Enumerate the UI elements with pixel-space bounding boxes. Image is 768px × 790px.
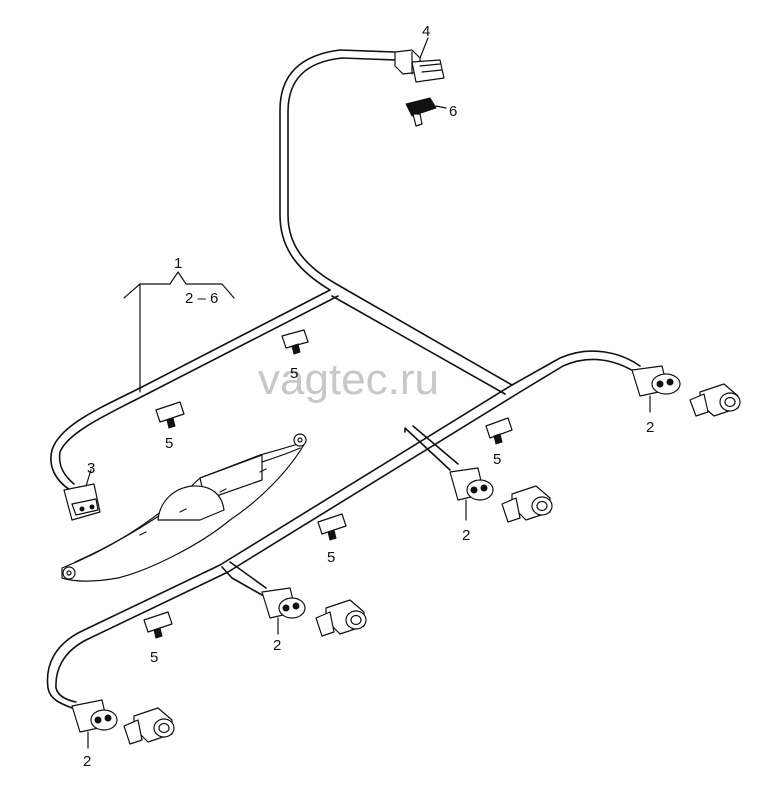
sensor-connector-lower-mid	[261, 587, 367, 637]
clip-a	[281, 329, 309, 355]
label-part-range: 2 – 6	[185, 290, 218, 307]
holder-6	[405, 97, 447, 127]
label-clip-e: 5	[150, 649, 158, 666]
label-clip-c: 5	[493, 451, 501, 468]
label-sensor-bottom-left: 2	[83, 753, 91, 770]
wiring-harness	[46, 49, 641, 709]
label-part-6: 6	[449, 103, 457, 120]
sensor-connector-top-right	[631, 365, 741, 417]
label-clip-b: 5	[165, 435, 173, 452]
clip-e	[143, 611, 173, 639]
connector-4	[394, 37, 445, 83]
connector-3	[63, 469, 101, 521]
clip-d	[317, 513, 347, 541]
clip-b	[155, 401, 185, 429]
label-clip-d: 5	[327, 549, 335, 566]
label-part-4: 4	[422, 23, 430, 40]
sensor-connector-mid-right	[449, 467, 553, 523]
label-part-1: 1	[174, 255, 182, 272]
sensor-connector-bottom-left	[71, 699, 175, 749]
label-sensor-lower-mid: 2	[273, 637, 281, 654]
label-part-3: 3	[87, 460, 95, 477]
bumper-bracket	[61, 433, 307, 582]
clip-c	[485, 417, 513, 445]
label-sensor-top-right: 2	[646, 419, 654, 436]
watermark: vagtec.ru	[258, 355, 439, 404]
label-clip-a: 5	[290, 365, 298, 382]
label-sensor-mid-right: 2	[462, 527, 470, 544]
part-1-leader	[123, 271, 235, 393]
